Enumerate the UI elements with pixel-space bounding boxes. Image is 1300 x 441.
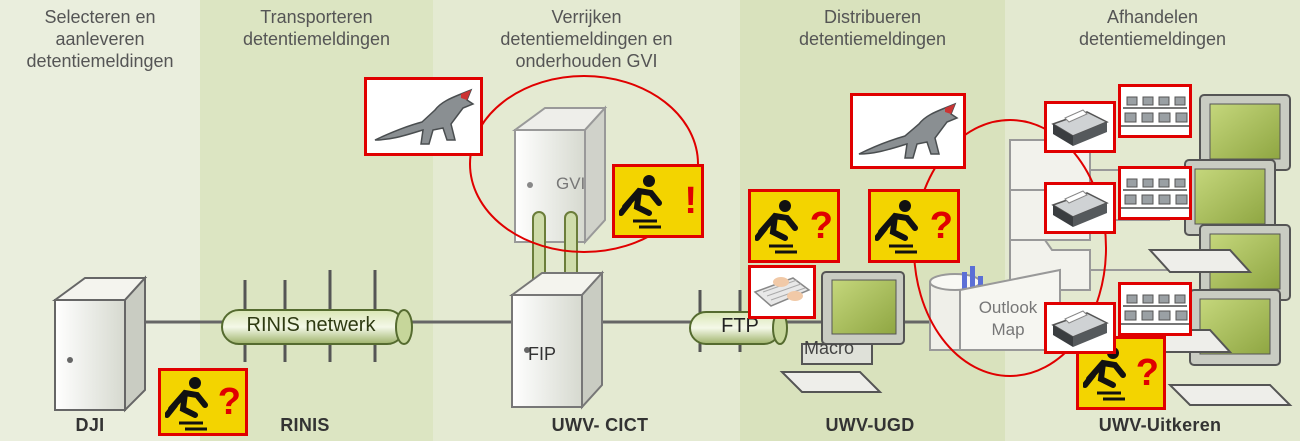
macro-label: Macro: [804, 338, 855, 358]
printer-picture-3: [1044, 302, 1116, 354]
computer-room-icon: [1121, 178, 1189, 209]
lane-title-rinis: Transporteren detentiemeldingen: [242, 7, 391, 49]
slip-hazard-warning-icon: [875, 200, 918, 254]
outlook-map-label-line1: Outlook: [978, 298, 1038, 317]
printer-icon: [1051, 190, 1109, 227]
outlook-folder-stack: [929, 139, 1170, 351]
gvi-label: GVI: [556, 174, 586, 193]
warning-sign-dji: ?: [158, 368, 248, 436]
lane-footer-cict: UWV- CICT: [551, 415, 649, 435]
fip-server-icon: [508, 270, 605, 410]
computer-room-picture-3: [1118, 282, 1192, 336]
slip-hazard-warning-icon: [1083, 347, 1126, 401]
warning-mark-ugd-right: ?: [929, 205, 953, 247]
fip-label: FIP: [528, 344, 557, 364]
uitkeren-workstations-icon: [1127, 94, 1293, 406]
lane-footer-ugd: UWV-UGD: [825, 415, 915, 435]
dinosaur-icon: [374, 88, 475, 145]
ftp-pipe: [689, 311, 788, 345]
printer-icon: [1051, 109, 1109, 146]
warning-mark-gvi: !: [684, 180, 697, 222]
computer-room-picture-2: [1118, 166, 1192, 220]
dinosaur-picture-gvi: [364, 77, 483, 156]
warning-mark-dji: ?: [217, 381, 241, 423]
dinosaur-picture-ugd: [850, 93, 966, 169]
rinis-network-label: RINIS netwerk: [246, 314, 376, 336]
dinosaur-icon: [858, 102, 959, 159]
computer-room-icon: [1121, 96, 1189, 127]
outlook-map-label-line2: Map: [991, 320, 1025, 339]
lane-title-dji: Selecteren en aanleveren detentiemelding…: [26, 7, 174, 71]
ftp-label: FTP: [721, 315, 759, 337]
computer-room-icon: [1121, 294, 1189, 325]
dji-server-icon: [51, 275, 148, 413]
slip-hazard-warning-icon: [755, 200, 798, 254]
warning-mark-uitkeren: ?: [1135, 352, 1159, 394]
warning-sign-gvi: !: [612, 164, 704, 238]
lane-footer-uitkeren: UWV-Uitkeren: [1098, 415, 1222, 435]
printer-picture-1: [1044, 101, 1116, 153]
warning-sign-ugd-left: ?: [748, 189, 840, 263]
keyboard-icon: [753, 277, 811, 307]
warning-sign-ugd-right: ?: [868, 189, 960, 263]
computer-room-picture-1: [1118, 84, 1192, 138]
slip-hazard-warning-icon: [165, 377, 208, 431]
rinis-network-pipe: [221, 309, 413, 345]
keyboard-picture: [748, 265, 816, 319]
lane-title-cict: Verrijken detentiemeldingen en onderhoud…: [500, 7, 673, 71]
lane-title-uitkeren: Afhandelen detentiemeldingen: [1078, 7, 1227, 49]
warning-mark-ugd-left: ?: [809, 205, 833, 247]
slip-hazard-warning-icon: [619, 175, 662, 229]
macro-computer-icon: [779, 271, 905, 393]
lane-background-rinis: [200, 0, 433, 441]
printer-icon: [1051, 310, 1109, 347]
lane-footer-rinis: RINIS: [280, 415, 330, 435]
lane-footer-dji: DJI: [75, 415, 105, 435]
printer-picture-2: [1044, 182, 1116, 234]
lane-title-ugd: Distribueren detentiemeldingen: [798, 7, 947, 49]
